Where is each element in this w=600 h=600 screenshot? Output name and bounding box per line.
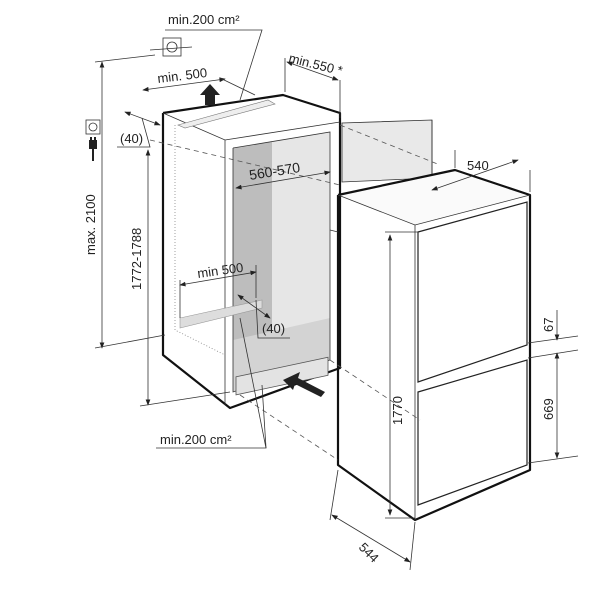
- power-plug-icon: [89, 137, 97, 161]
- vent-top-width-label: min. 500: [157, 65, 208, 86]
- appliance: [329, 168, 532, 522]
- water-connection-icon: [149, 37, 193, 57]
- niche-height-label: 1772-1788: [129, 228, 144, 290]
- niche-width-label: 560-570: [248, 159, 301, 183]
- power-socket-icon: [85, 119, 101, 135]
- airflow-arrow-icon: [200, 84, 220, 105]
- appliance-depth-label: 544: [356, 540, 382, 566]
- niche-cabinet: [161, 93, 342, 410]
- door-gap-label: 67: [541, 318, 556, 332]
- max-height-label: max. 2100: [83, 194, 98, 255]
- appliance-width-label: 540: [467, 158, 489, 173]
- top-offset-label: (40): [120, 131, 143, 146]
- vent-bottom-width-label: min 500: [196, 260, 244, 281]
- lower-door-height-label: 669: [541, 398, 556, 420]
- door-clearance-label: min.550 *: [287, 50, 344, 78]
- airflow-arrow-icon: [283, 372, 325, 397]
- appliance-height-label: 1770: [390, 396, 405, 425]
- open-door-panel: [341, 119, 433, 183]
- bottom-offset-label: (40): [262, 321, 285, 336]
- vent-top-area-label: min.200 cm²: [168, 12, 240, 27]
- vent-bottom-area-label: min.200 cm²: [160, 432, 232, 447]
